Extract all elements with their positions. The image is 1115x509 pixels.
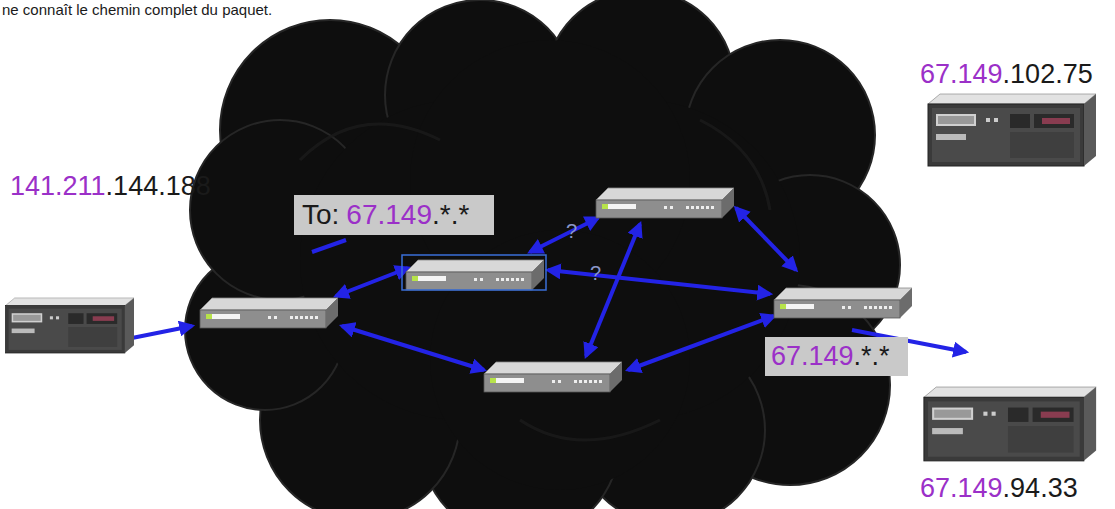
- ip-address: .102.75: [1003, 59, 1093, 89]
- label-group: 67.149.94.33: [920, 474, 1078, 504]
- address-text: 67.149: [771, 341, 854, 372]
- server: [6, 298, 134, 353]
- question-mark: ?: [590, 262, 601, 284]
- cloud: [185, 0, 900, 509]
- address-text: To:: [302, 199, 339, 231]
- ip-address: .144.188: [106, 171, 211, 201]
- label-group: ?: [566, 220, 577, 242]
- ip-address: 67.149: [920, 59, 1003, 89]
- address-text: .*.*: [854, 341, 890, 372]
- label-group: 141.211.144.188: [10, 172, 211, 202]
- address-text: .*.*: [432, 199, 469, 231]
- router: [774, 288, 912, 318]
- label-box: 67.149.*.*: [765, 337, 908, 376]
- label-group: ?: [590, 262, 601, 284]
- label-box: To:67.149.*.*: [294, 195, 494, 235]
- question-mark: ?: [566, 220, 577, 242]
- label-group: 67.149.102.75: [920, 60, 1093, 90]
- caption-text: ne connaît le chemin complet du paquet.: [2, 1, 272, 18]
- router: [484, 362, 622, 392]
- server: [928, 94, 1096, 166]
- address-text: 67.149: [346, 199, 432, 231]
- label-group: ne connaît le chemin complet du paquet.: [2, 2, 272, 19]
- router: [596, 188, 734, 218]
- selection-box: [402, 255, 546, 290]
- ip-address: .94.33: [1003, 473, 1078, 503]
- ip-address: 141.211: [10, 171, 106, 201]
- server: [924, 387, 1096, 461]
- ip-address: 67.149: [920, 473, 1003, 503]
- router: [200, 298, 338, 328]
- router: [406, 260, 544, 290]
